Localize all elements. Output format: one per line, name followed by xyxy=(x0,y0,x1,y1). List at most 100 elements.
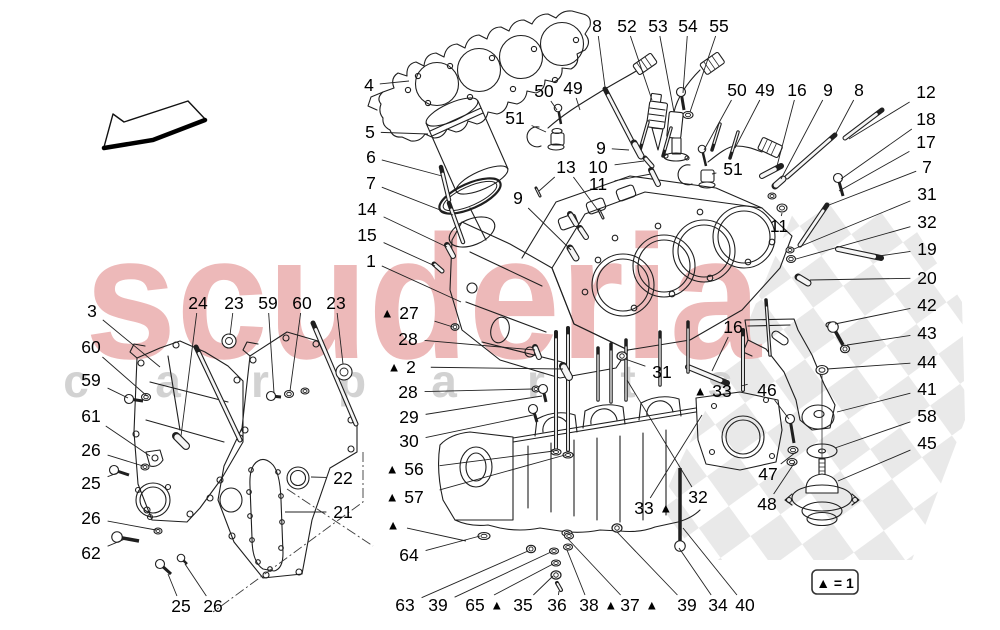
callout-label: 50 xyxy=(534,81,554,101)
callout-label: 14 xyxy=(357,199,377,219)
callout-label: 49 xyxy=(563,78,582,98)
leader-line xyxy=(180,312,198,437)
leader-line xyxy=(425,535,481,551)
callout-label: 29 xyxy=(399,407,418,427)
leader-line xyxy=(780,99,824,180)
leader-line xyxy=(836,392,911,413)
leader-line xyxy=(826,362,911,370)
callout-label: 26 xyxy=(203,596,222,616)
callout-label: 32 xyxy=(917,212,936,232)
callout-label: 63 xyxy=(395,595,414,615)
leader-line xyxy=(381,159,443,177)
leader-line xyxy=(439,450,555,467)
callout-label: 5 xyxy=(365,122,375,142)
callout-label: 55 xyxy=(709,16,728,36)
callout-label: 39 xyxy=(677,595,696,615)
leader-line xyxy=(289,312,302,392)
centerline-2 xyxy=(286,488,374,547)
leader-line xyxy=(379,80,410,85)
sump-drawing xyxy=(437,391,783,533)
leader-line xyxy=(649,414,703,499)
leader-line xyxy=(848,101,910,140)
leader-line xyxy=(780,451,797,465)
callout-label: 20 xyxy=(917,268,937,288)
triangle-marker: ▲ xyxy=(694,384,707,399)
leader-line xyxy=(336,312,344,365)
watermark-letter: r xyxy=(527,355,545,407)
leader-line xyxy=(626,379,693,488)
leader-line xyxy=(711,336,729,372)
callout-label: 9 xyxy=(823,80,833,100)
callout-label: 9 xyxy=(596,138,606,158)
leader-line xyxy=(689,35,717,113)
leader-line xyxy=(430,366,564,370)
leader-line xyxy=(795,226,911,260)
callout-label: 64 xyxy=(399,545,419,565)
leader-line xyxy=(424,388,534,393)
leader-line xyxy=(575,97,581,111)
callout-label: 60 xyxy=(81,337,101,357)
callout-label: 52 xyxy=(617,16,636,36)
callout-label: 11 xyxy=(770,216,788,236)
watermark-letter: a xyxy=(155,355,181,407)
callout-label: 13 xyxy=(556,157,575,177)
callout-label: 1 xyxy=(366,251,376,271)
leader-line xyxy=(846,335,911,346)
leader-line xyxy=(383,242,436,267)
piston-liner-drawing xyxy=(425,97,509,241)
leader-line xyxy=(107,454,144,467)
leader-line xyxy=(659,35,675,113)
leader-line xyxy=(682,35,688,94)
callout-label: 58 xyxy=(917,406,936,426)
callout-label: 57 xyxy=(404,487,423,507)
callout-label: 17 xyxy=(916,132,935,152)
callout-label: 42 xyxy=(917,295,936,315)
leader-line xyxy=(531,125,547,133)
leader-line xyxy=(425,395,543,415)
leader-line xyxy=(424,339,536,351)
callout-label: 10 xyxy=(588,157,608,177)
callout-label: 16 xyxy=(787,80,806,100)
callout-label: 44 xyxy=(917,352,937,372)
leader-line xyxy=(834,307,911,325)
leader-line xyxy=(527,207,572,251)
callout-label: 28 xyxy=(398,329,417,349)
leader-line xyxy=(840,128,913,180)
leader-line xyxy=(493,563,554,596)
leader-line xyxy=(102,319,161,368)
leader-line xyxy=(566,549,586,596)
leader-line xyxy=(567,538,621,596)
leader-line xyxy=(611,148,630,151)
callout-label: 50 xyxy=(727,80,747,100)
triangle-marker: ▲ xyxy=(388,360,401,375)
leader-line xyxy=(837,449,911,482)
leader-line xyxy=(454,551,552,598)
leader-line xyxy=(776,99,795,167)
watermark-letter: r xyxy=(251,355,269,407)
callout-label: 18 xyxy=(916,109,935,129)
triangle-marker: ▲ xyxy=(645,598,658,613)
legend-text: ▲ = 1 xyxy=(816,575,854,591)
centerline xyxy=(212,452,364,613)
leader-line xyxy=(167,573,178,597)
leader-line xyxy=(381,265,462,303)
leader-line xyxy=(838,150,910,192)
leader-line xyxy=(624,358,646,367)
callout-label: 19 xyxy=(917,239,936,259)
callout-label: 33 xyxy=(712,381,731,401)
leader-line xyxy=(828,170,917,206)
callout-label: 53 xyxy=(648,16,667,36)
callout-label: 3 xyxy=(87,301,97,321)
callout-label: 60 xyxy=(292,293,312,313)
leader-line xyxy=(711,172,717,175)
callout-label: 30 xyxy=(399,431,419,451)
leader-line xyxy=(102,356,148,397)
triangle-marker: ▲ xyxy=(490,598,503,613)
callout-label: 47 xyxy=(758,464,777,484)
callout-label: 43 xyxy=(917,323,936,343)
leader-line xyxy=(105,425,151,457)
callout-label: 16 xyxy=(723,317,742,337)
callout-label: 4 xyxy=(364,75,374,95)
